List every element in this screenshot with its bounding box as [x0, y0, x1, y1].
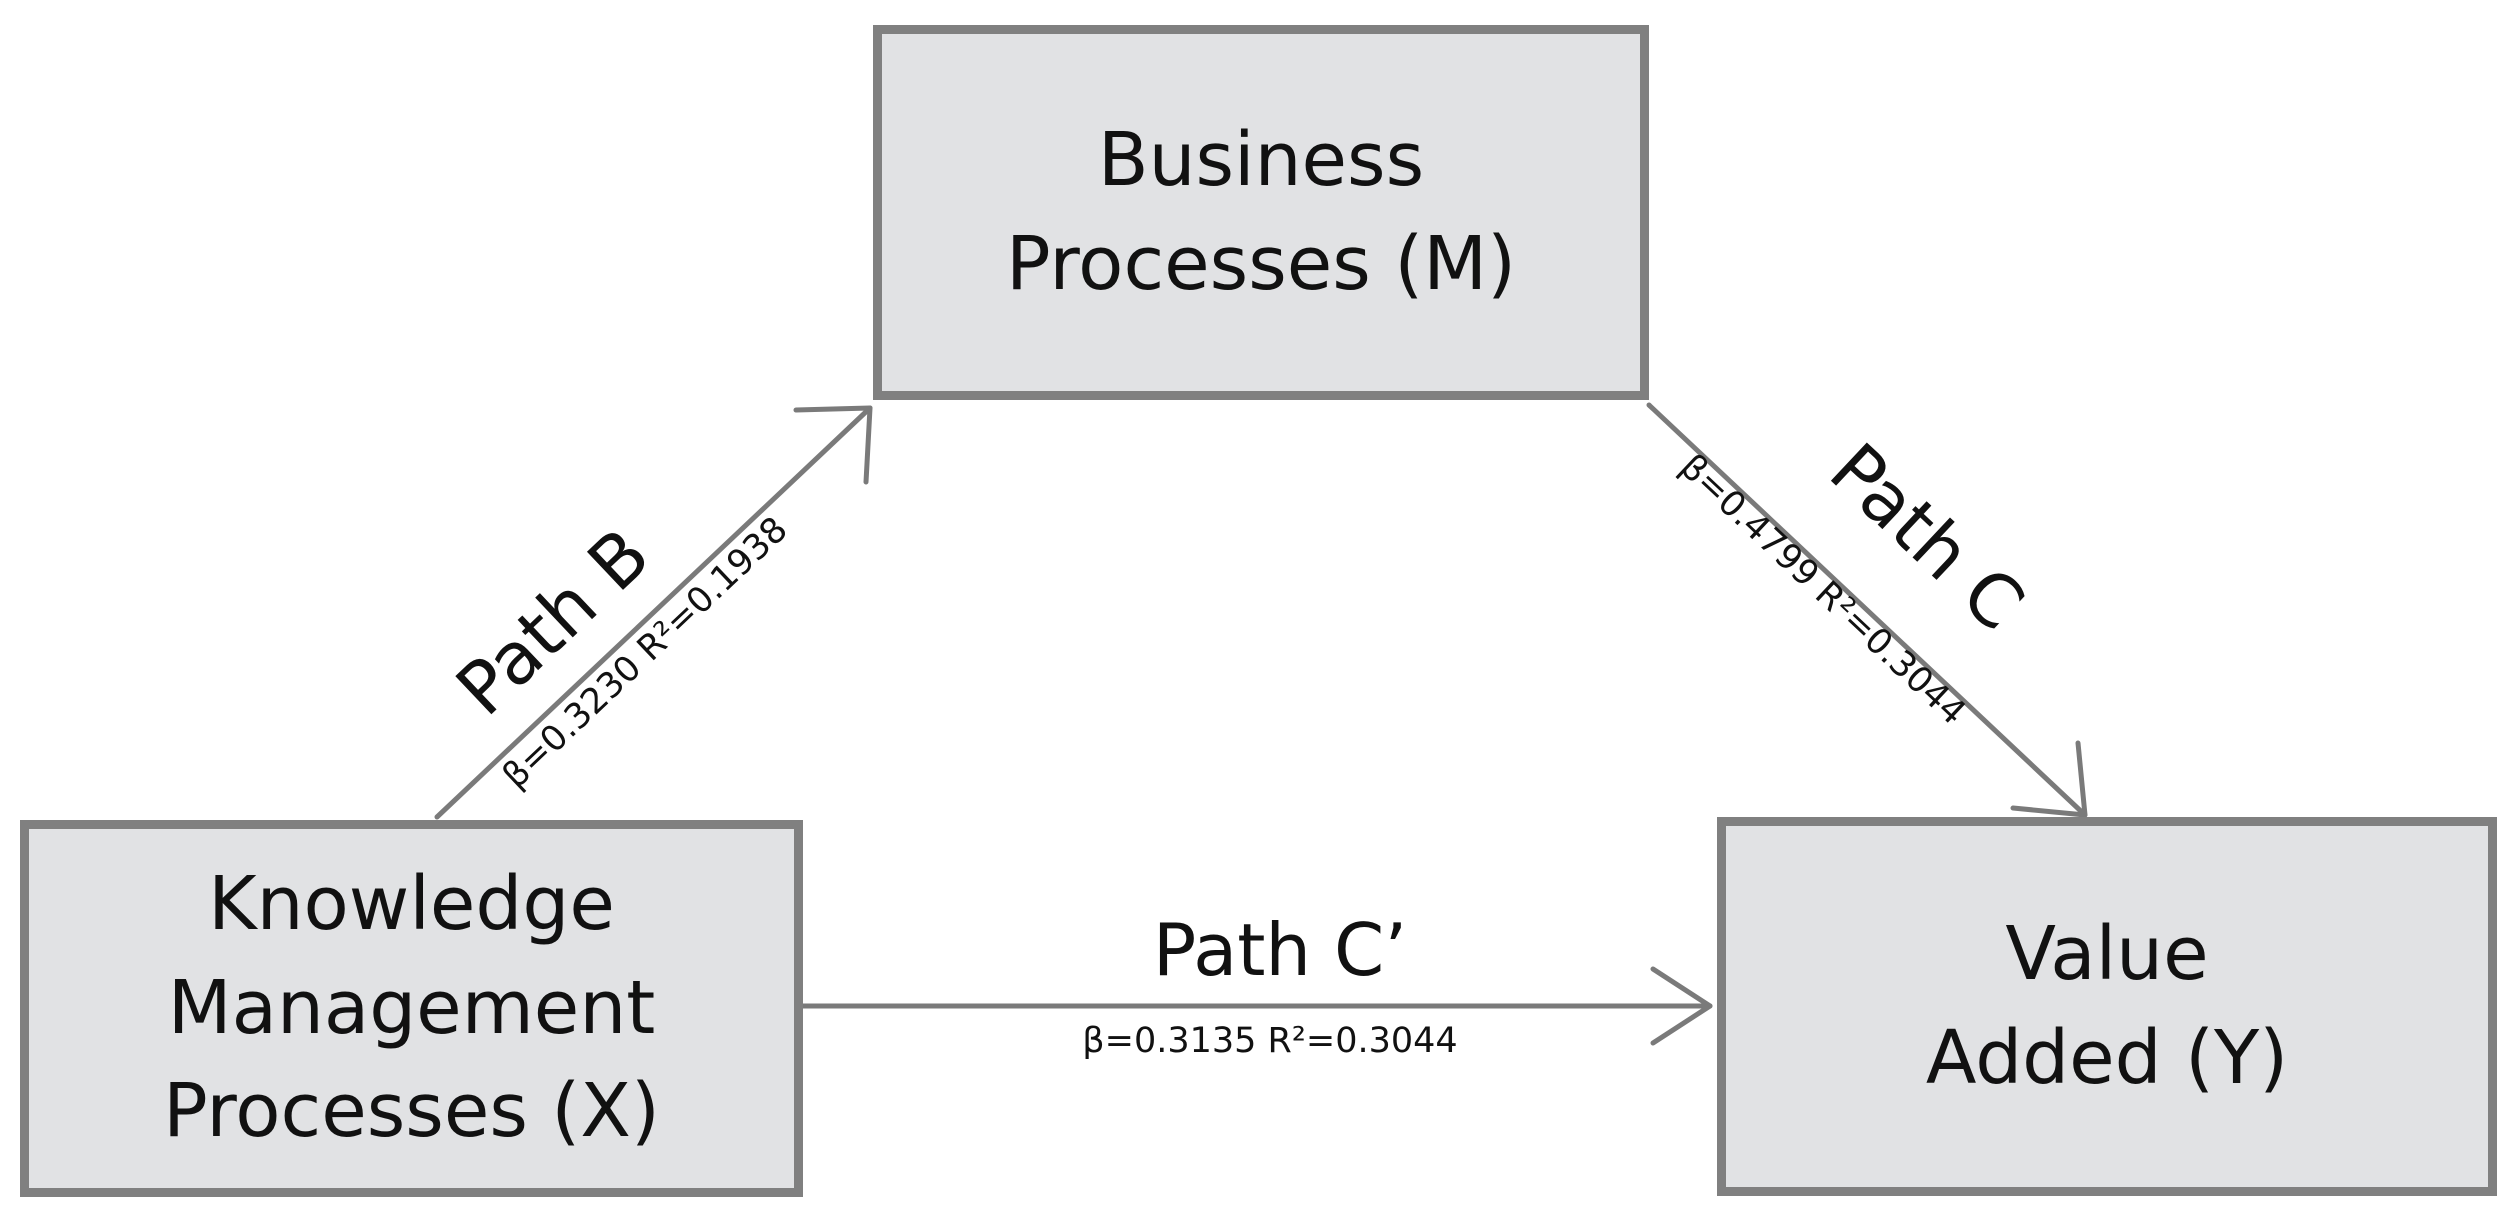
- path-c-prime-stats: β=0.3135 R²=0.3044: [1082, 1021, 1457, 1061]
- dependent-line-2: Added (Y): [1925, 1014, 2289, 1101]
- mediator-line-1: Business: [1097, 116, 1425, 203]
- path-b-label: Path B: [440, 512, 665, 731]
- mediator-box: Business Processes (M): [873, 25, 1649, 400]
- path-c-prime-label: Path C’: [1153, 908, 1407, 992]
- path-c-arrowhead: [2010, 740, 2088, 818]
- mediator-line-2: Processes (M): [1006, 220, 1516, 307]
- path-b-arrow: [434, 405, 873, 820]
- independent-variable-box: Knowledge Management Processes (X): [20, 820, 803, 1197]
- independent-line-1: Knowledge: [208, 861, 615, 948]
- dependent-variable-box: Value Added (Y): [1717, 817, 2497, 1196]
- independent-line-3: Processes (X): [163, 1068, 660, 1155]
- path-c-arrow: [1646, 402, 2088, 818]
- path-b-arrowhead: [793, 405, 873, 485]
- independent-line-2: Management: [167, 964, 656, 1051]
- path-c-prime-arrowhead: [1650, 966, 1713, 1046]
- dependent-line-1: Value: [2005, 910, 2209, 997]
